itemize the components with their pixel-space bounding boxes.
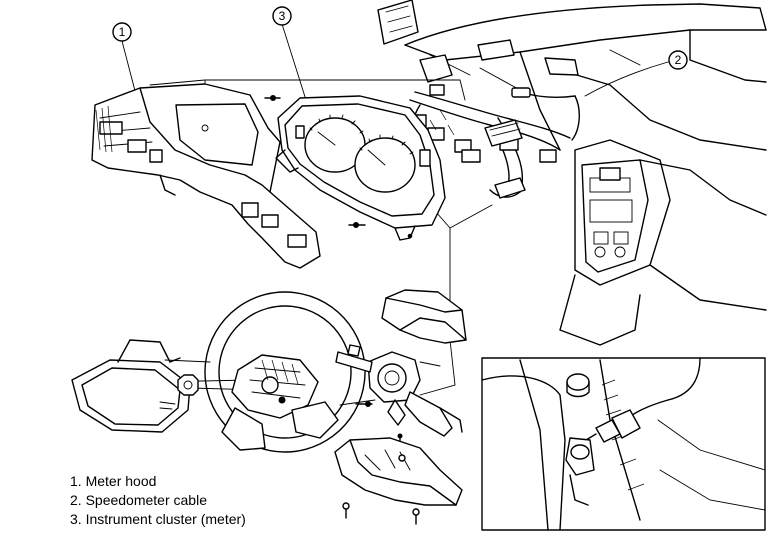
combination-switch [335,344,463,437]
inset-detail [481,357,766,531]
horn-pad [71,339,191,433]
legend-item-instrument-cluster: 3. Instrument cluster (meter) [70,511,246,527]
callout-3: 3 [272,6,292,26]
callout-3-number: 3 [279,9,286,23]
parts-legend: 1. Meter hood 2. Speedometer cable 3. In… [70,472,246,529]
upper-column-cover [381,289,467,344]
speedometer-cable [511,87,580,141]
instrument-cluster [264,95,446,241]
callout-1-number: 1 [119,25,126,39]
callout-1: 1 [112,22,132,42]
dashboard [377,0,767,346]
meter-hood [91,83,321,269]
legend-item-speedometer-cable: 2. Speedometer cable [70,492,207,508]
steering-wheel [204,291,366,453]
callout-2: 2 [668,50,688,70]
callout-2-number: 2 [675,53,682,67]
steering-nut [177,374,199,396]
legend-item-meter-hood: 1. Meter hood [70,473,157,489]
lower-column-cover [334,437,463,506]
